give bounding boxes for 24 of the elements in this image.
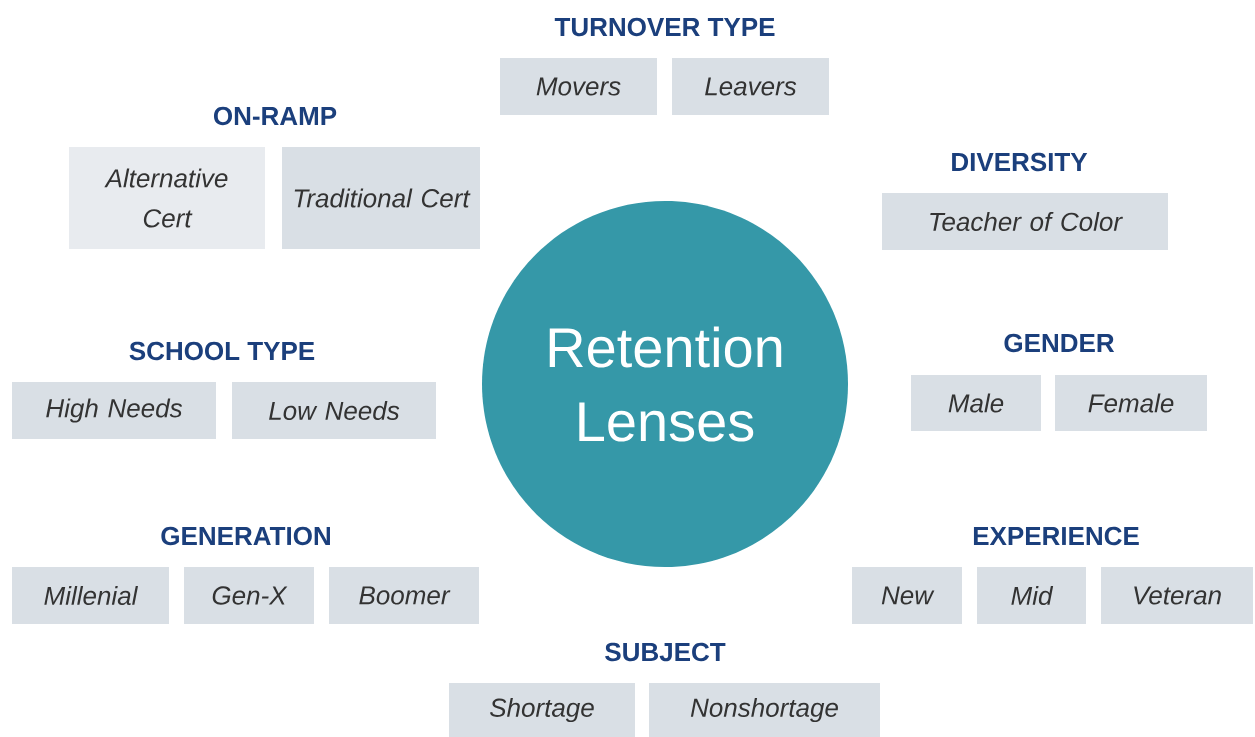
category-box: Movers xyxy=(500,58,657,115)
category-box: Boomer xyxy=(329,567,479,624)
category-heading: TURNOVER TYPE xyxy=(554,17,775,37)
category-box: Shortage xyxy=(449,683,635,737)
category-box: Male xyxy=(911,375,1041,431)
category-box: Low Needs xyxy=(232,382,436,439)
category-heading: SCHOOL TYPE xyxy=(129,341,315,361)
category-box: Veteran xyxy=(1101,567,1253,624)
category-box: Millenial xyxy=(12,567,169,624)
category-heading: GENDER xyxy=(1004,333,1115,353)
category-box: High Needs xyxy=(12,382,216,439)
category-box: Traditional Cert xyxy=(282,147,480,249)
category-heading: ON-RAMP xyxy=(213,106,337,126)
category-box: Leavers xyxy=(672,58,829,115)
category-box: Mid xyxy=(977,567,1086,624)
category-heading: GENERATION xyxy=(161,526,330,546)
category-box: Alternative Cert xyxy=(69,147,265,249)
category-heading: EXPERIENCE xyxy=(973,526,1139,546)
category-box: Nonshortage xyxy=(649,683,880,737)
category-box: New xyxy=(852,567,962,624)
category-heading: SUBJECT xyxy=(605,642,726,662)
category-box: Female xyxy=(1055,375,1207,431)
category-box: Teacher of Color xyxy=(882,193,1168,250)
category-box: Gen-X xyxy=(184,567,314,624)
